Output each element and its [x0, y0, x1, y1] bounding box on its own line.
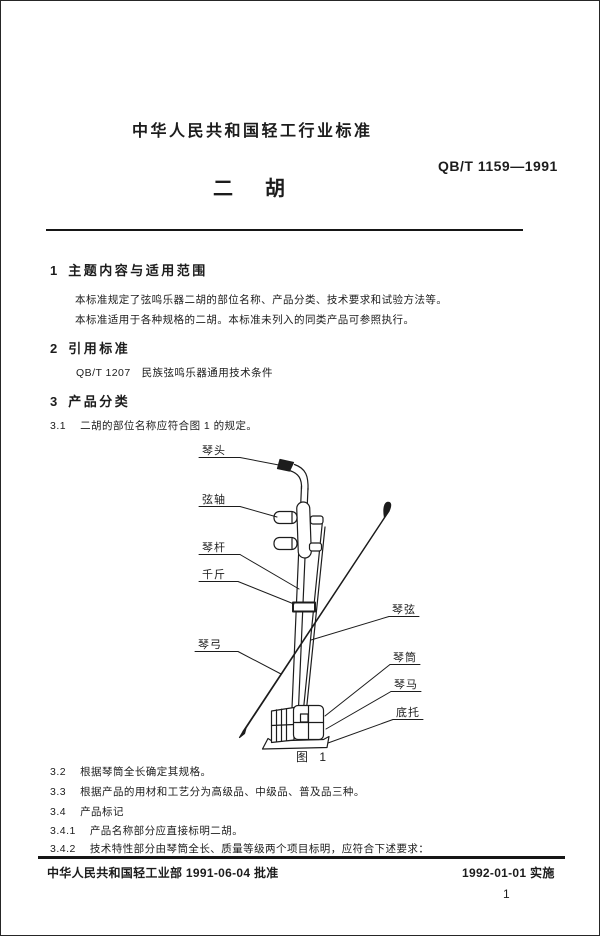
document-title-char2: 胡 — [265, 178, 285, 200]
clause-3-4-2: 3.4.2 技术特性部分由琴筒全长、质量等级两个项目标明，应符合下述要求： — [50, 841, 429, 856]
clause-3-4-1-text: 产品名称部分应直接标明二胡。 — [89, 825, 244, 837]
label-dituo: 底托 — [396, 705, 420, 719]
approval-statement: 中华人民共和国轻工业部 1991-06-04 批准 — [47, 866, 279, 880]
clause-3-4-1-number: 3.4.1 — [50, 825, 76, 837]
label-qinma: 琴马 — [394, 678, 418, 691]
label-qingan: 琴杆 — [202, 540, 226, 554]
clause-3-3-text: 根据产品的用材和工艺分为高级品、中级品、普及品三种。 — [80, 786, 365, 798]
clause-3-4-text: 产品标记 — [80, 806, 124, 818]
label-qingong: 琴弓 — [198, 638, 222, 651]
section-1-paragraph-1: 本标准规定了弦鸣乐器二胡的部位名称、产品分类、技术要求和试验方法等。 — [75, 294, 448, 306]
label-xianzhou: 弦轴 — [202, 492, 226, 506]
clause-3-2-text: 根据琴筒全长确定其规格。 — [80, 766, 212, 778]
clause-3-4-2-text: 技术特性部分由琴筒全长、质量等级两个项目标明，应符合下述要求： — [89, 843, 430, 855]
clause-3-1-number: 3.1 — [50, 420, 67, 432]
clause-3-3-number: 3.3 — [50, 786, 67, 798]
label-qianjin: 千斤 — [202, 568, 226, 581]
label-qintong: 琴筒 — [393, 650, 417, 664]
section-2-title: 引用标准 — [68, 341, 131, 356]
label-qinxian: 琴弦 — [392, 602, 416, 616]
clause-3-3: 3.3 根据产品的用材和工艺分为高级品、中级品、普及品三种。 — [50, 784, 365, 799]
section-2-paragraph-1: QB/T 1207 民族弦鸣乐器通用技术条件 — [76, 367, 273, 379]
soundbox-drawing — [270, 704, 325, 744]
section-1-paragraph-2: 本标准适用于各种规格的二胡。本标准未列入的同类产品可参照执行。 — [75, 314, 415, 326]
strings-drawing — [302, 520, 326, 715]
label-qintou: 琴头 — [202, 444, 226, 457]
document-title-char1: 二 — [213, 178, 233, 200]
clause-3-2: 3.2 根据琴筒全长确定其规格。 — [50, 764, 212, 779]
leader-lines — [194, 457, 424, 744]
section-3-title: 产品分类 — [68, 394, 131, 409]
clause-3-4-1: 3.4.1 产品名称部分应直接标明二胡。 — [50, 823, 243, 838]
section-2-number: 2 — [50, 341, 58, 356]
clause-3-1-text: 二胡的部位名称应符合图 1 的规定。 — [80, 420, 258, 432]
footer-divider — [38, 856, 565, 859]
base-drawing — [261, 735, 330, 750]
figure-1-erhu-diagram: 琴头 弦轴 琴杆 千斤 琴弓 琴弦 琴筒 琴马 底托 图 1 — [194, 444, 424, 764]
section-1-title: 主题内容与适用范围 — [68, 263, 208, 278]
clause-3-4-2-number: 3.4.2 — [50, 843, 76, 855]
header-divider — [46, 229, 523, 231]
section-1-number: 1 — [50, 263, 58, 278]
section-1-heading: 1 主题内容与适用范围 — [50, 260, 208, 279]
clause-3-2-number: 3.2 — [50, 766, 67, 778]
document-title: 二胡 — [213, 172, 285, 201]
implementation-date: 1992-01-01 实施 — [462, 866, 555, 880]
clause-3-4: 3.4 产品标记 — [50, 804, 124, 819]
qianjin-drawing — [292, 601, 316, 613]
clause-3-1: 3.1 二胡的部位名称应符合图 1 的规定。 — [50, 418, 257, 433]
standard-org-title: 中华人民共和国轻工行业标准 — [132, 123, 373, 140]
figure-1-caption: 图 1 — [296, 750, 330, 764]
page-number: 1 — [503, 887, 510, 901]
section-3-number: 3 — [50, 394, 58, 409]
clause-3-4-number: 3.4 — [50, 806, 67, 818]
pegs-drawing — [273, 501, 324, 559]
section-2-heading: 2 引用标准 — [50, 338, 130, 357]
head-drawing — [276, 458, 309, 491]
bow-drawing — [238, 501, 392, 739]
standard-code: QB/T 1159—1991 — [438, 158, 558, 174]
bridge-drawing — [299, 713, 309, 723]
section-3-heading: 3 产品分类 — [50, 391, 130, 410]
